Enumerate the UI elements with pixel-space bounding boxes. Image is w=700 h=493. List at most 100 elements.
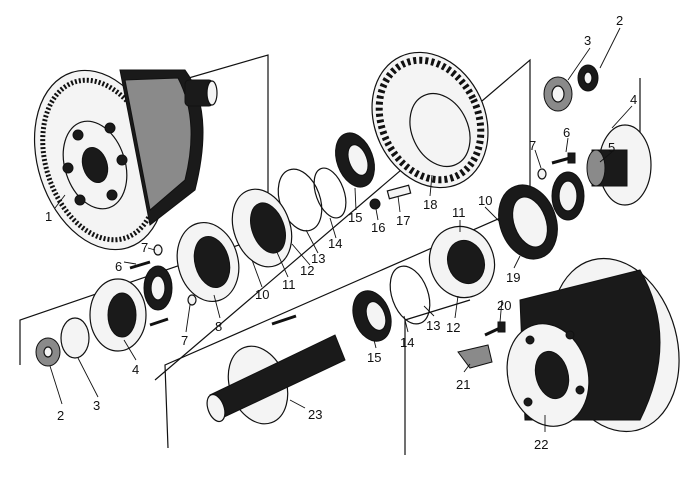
callout-6-top: 6	[563, 125, 570, 140]
callout-12-top: 12	[300, 263, 314, 278]
washer	[537, 168, 547, 180]
flange-yoke-part-4-top	[586, 124, 652, 206]
shaft-end	[206, 393, 226, 423]
o-ring	[389, 265, 431, 325]
callout-11-top: 11	[282, 277, 296, 292]
bolt-small-upper	[271, 314, 297, 326]
drive-housing-part-22	[506, 257, 680, 433]
callout-17: 17	[396, 213, 410, 228]
crown-gear-hub	[409, 92, 471, 168]
roller-bearing-bore	[365, 300, 387, 332]
o-ring-part-13-bottom	[389, 265, 431, 325]
nut-part-16	[369, 198, 381, 210]
housing-part-1	[33, 69, 218, 251]
flange-yoke-part-4-bottom	[89, 278, 147, 352]
castle-nut-bore	[43, 346, 53, 358]
seal-part-6-bottom	[143, 265, 173, 311]
callout-2-bottom: 2	[57, 408, 64, 423]
output-shaft-part-23	[206, 334, 346, 425]
callout-13-top: 13	[311, 251, 325, 266]
callout-3-top: 3	[584, 33, 591, 48]
callout-12-bottom: 12	[446, 320, 460, 335]
washer-part-7-top	[537, 168, 547, 180]
yoke-bore	[586, 149, 606, 187]
stub-shaft-end	[206, 80, 218, 106]
clip-part-17	[386, 184, 412, 200]
hub-bolt	[525, 335, 535, 345]
locking-clip	[386, 184, 412, 200]
lock-plate-part-3-top	[543, 76, 573, 112]
callout-15-bottom: 15	[367, 350, 381, 365]
callout-11-bottom: 11	[452, 205, 466, 220]
callout-14-bottom: 14	[400, 335, 414, 350]
bolt-shank	[271, 314, 297, 326]
lock-plate-part-3-bottom	[60, 317, 90, 359]
snap-ring	[313, 167, 347, 219]
bearing-cage-bore	[511, 196, 549, 248]
oil-seal-bore	[150, 275, 166, 301]
drive-housing-bore	[534, 350, 570, 400]
housing-center-bore	[81, 146, 109, 184]
bearing-part-15-top	[335, 132, 375, 188]
callout-6-bottom: 6	[115, 259, 122, 274]
callout-4-top: 4	[630, 92, 637, 107]
hub-bolt	[104, 122, 116, 134]
washer-part-7-bottom	[153, 244, 197, 306]
carrier-part-10-11-12-bottom	[428, 225, 496, 299]
bearing-housing-part-8	[176, 221, 240, 303]
castle-nut-bore	[583, 71, 593, 85]
bearing-part-15-bottom	[352, 290, 392, 342]
hub-bolt	[106, 189, 118, 201]
callout-14-top: 14	[328, 236, 342, 251]
callout-7-bottom-b: 7	[181, 333, 188, 348]
bolt-part-6-bottom	[129, 260, 169, 327]
yoke-bore	[107, 292, 137, 338]
callout-3-bottom: 3	[93, 398, 100, 413]
callout-23: 23	[308, 407, 322, 422]
frame-center	[154, 58, 531, 381]
callout-15-top: 15	[348, 210, 362, 225]
callout-22: 22	[534, 437, 548, 452]
housing-body-highlight	[124, 77, 192, 211]
callout-16: 16	[371, 220, 385, 235]
bolt-part-20	[484, 321, 506, 337]
callout-2-top: 2	[616, 13, 623, 28]
hub-bolt	[565, 330, 575, 340]
callout-13-bottom: 13	[426, 318, 440, 333]
washer	[153, 244, 163, 256]
callout-21: 21	[456, 377, 470, 392]
bearing-housing-bore	[193, 236, 231, 288]
frame-center-bottom	[164, 204, 531, 449]
carrier-part-10-11-12-top	[231, 188, 293, 268]
lock-plate	[60, 317, 90, 359]
callout-5: 5	[608, 140, 615, 155]
callout-10-top: 10	[255, 287, 269, 302]
crown-gear-teeth	[375, 56, 485, 184]
lock-plate-bore	[551, 85, 565, 103]
roller-bearing-bore	[347, 144, 369, 176]
callout-7-top: 7	[529, 138, 536, 153]
seal-part-5-top	[551, 171, 585, 221]
hub-bolt	[116, 154, 128, 166]
nut-part-2-bottom	[35, 337, 61, 367]
callout-4-bottom: 4	[132, 362, 139, 377]
hub-bolt	[74, 194, 86, 206]
bearing-cage-part-19	[498, 184, 558, 260]
callout-10-bottom: 10	[478, 193, 492, 208]
hub-bolt	[62, 162, 74, 174]
callout-1: 1	[45, 209, 52, 224]
lock-bracket	[457, 344, 493, 369]
oil-seal-bore	[558, 180, 578, 212]
bolt-head	[497, 321, 506, 333]
washer	[187, 294, 197, 306]
nut-part-2-top	[577, 64, 599, 92]
hub-bolt	[575, 385, 585, 395]
bolt-shank	[551, 156, 571, 165]
crown-gear-part-18	[371, 51, 489, 189]
callout-20: 20	[497, 298, 511, 313]
callout-19: 19	[506, 270, 520, 285]
hub-bolt	[72, 129, 84, 141]
bolt-shank	[149, 317, 169, 327]
planet-carrier-bore	[446, 239, 486, 285]
